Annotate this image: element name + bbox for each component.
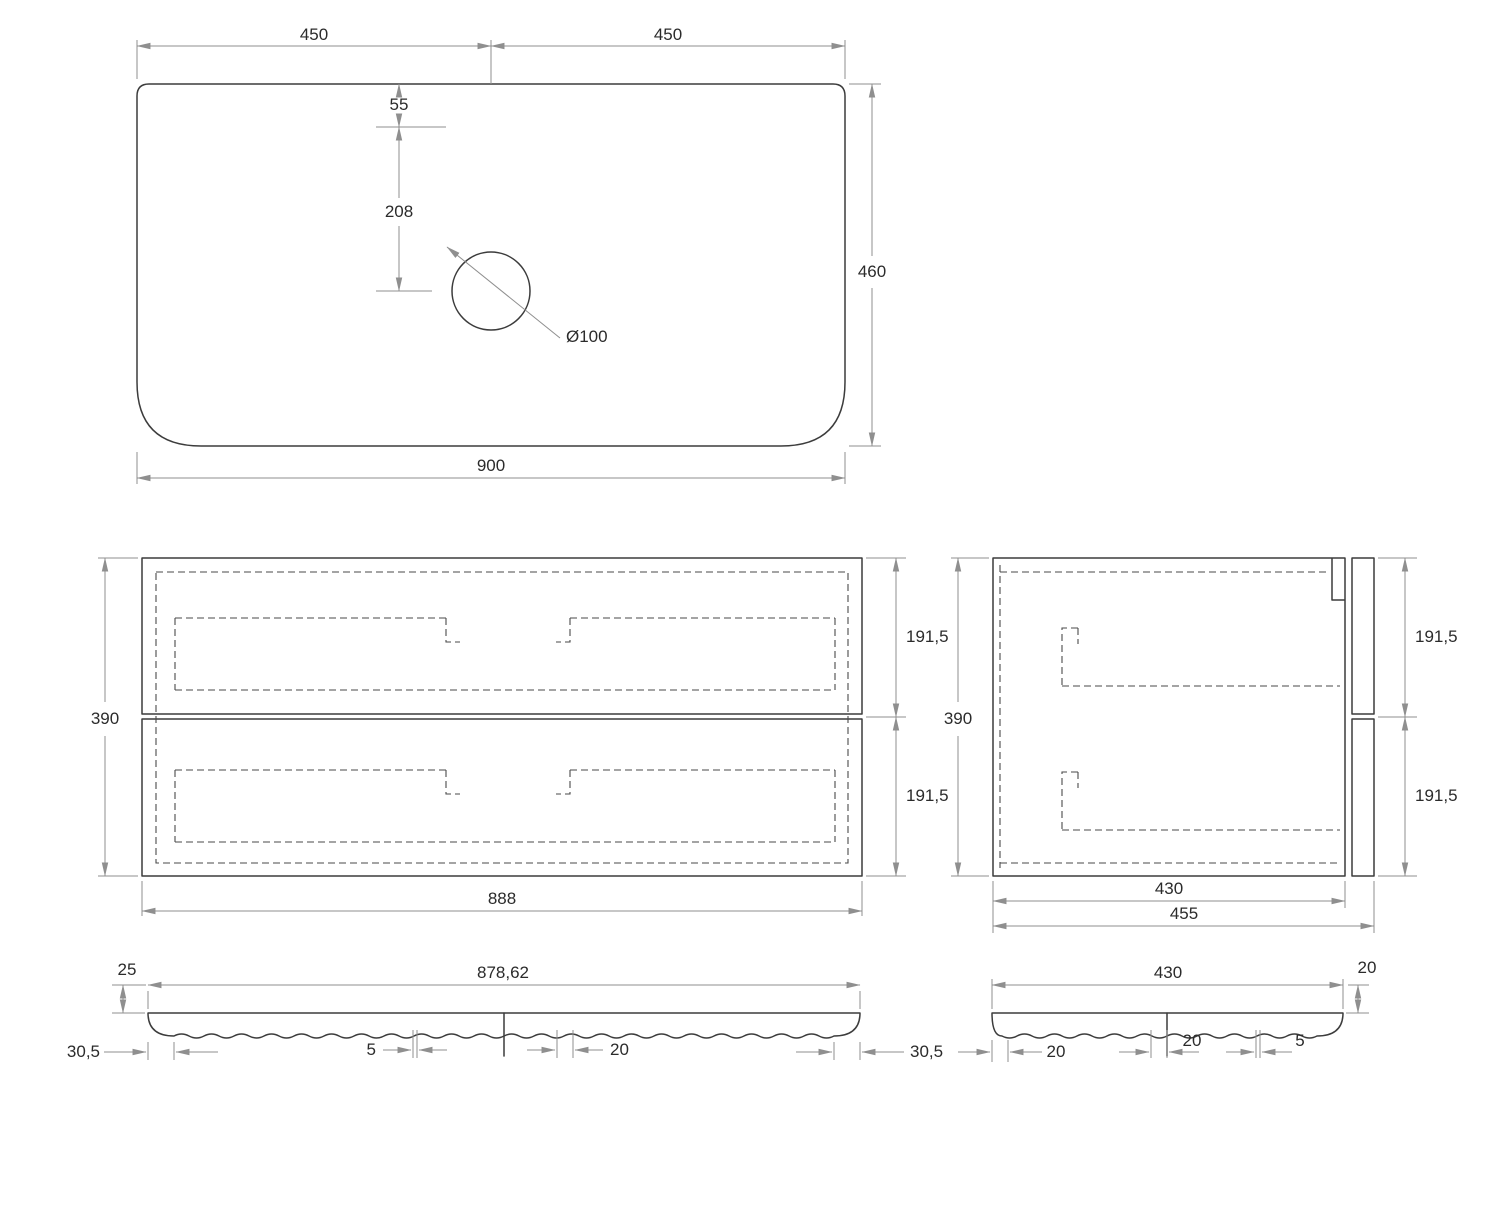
- dim-label-430: 430: [1155, 879, 1183, 898]
- dim-label-191-bottom: 191,5: [1415, 786, 1458, 805]
- dim-label-208: 208: [385, 202, 413, 221]
- dim-label-450-right: 450: [654, 25, 682, 44]
- dim-label-diameter: Ø100: [566, 327, 608, 346]
- side-view-extension-lines: [951, 557, 1417, 933]
- side-view-outline: [992, 557, 1375, 877]
- dim-label-455: 455: [1170, 904, 1198, 923]
- dim-label-25: 25: [118, 960, 137, 979]
- dim-label-5: 5: [1295, 1031, 1304, 1050]
- dim-label-390: 390: [91, 709, 119, 728]
- dim-label-20-left: 20: [1047, 1042, 1066, 1061]
- dim-label-30-5-right: 30,5: [910, 1042, 943, 1061]
- front-section-view: 878,62 25 30,5 30,5 5 20: [67, 960, 943, 1061]
- dim-label-5: 5: [367, 1040, 376, 1059]
- front-view-outline: [141, 557, 863, 877]
- dim-label-900: 900: [477, 456, 505, 475]
- front-view: 390 191,5 191,5 888: [91, 557, 949, 916]
- dim-label-191-top: 191,5: [906, 627, 949, 646]
- side-view: 390 191,5 191,5 430 455: [944, 557, 1458, 933]
- dim-label-20-mid: 20: [1183, 1031, 1202, 1050]
- dim-label-460: 460: [858, 262, 886, 281]
- front-section-extension-lines: [112, 984, 861, 1060]
- dim-label-888: 888: [488, 889, 516, 908]
- diameter-leader-line: [446, 246, 561, 339]
- dim-label-878-62: 878,62: [477, 963, 529, 982]
- dim-label-20: 20: [610, 1040, 629, 1059]
- top-view-extension-lines: [136, 40, 881, 484]
- front-view-extension-lines: [98, 557, 906, 916]
- front-view-hidden-lines: [155, 571, 849, 864]
- side-view-hidden-lines: [999, 565, 1340, 868]
- dim-label-30-5-left: 30,5: [67, 1042, 100, 1061]
- dim-label-191-bottom: 191,5: [906, 786, 949, 805]
- dim-label-430: 430: [1154, 963, 1182, 982]
- dim-label-55: 55: [390, 95, 409, 114]
- faucet-hole: [451, 251, 531, 331]
- countertop-outline: [136, 83, 846, 447]
- side-section-view: 430 20 20 20 5: [958, 958, 1376, 1062]
- dim-label-390: 390: [944, 709, 972, 728]
- top-view: 450 450 55 208 Ø100 460 900: [136, 25, 886, 484]
- dim-label-20-thick: 20: [1358, 958, 1377, 977]
- dim-label-191-top: 191,5: [1415, 627, 1458, 646]
- dim-label-450-left: 450: [300, 25, 328, 44]
